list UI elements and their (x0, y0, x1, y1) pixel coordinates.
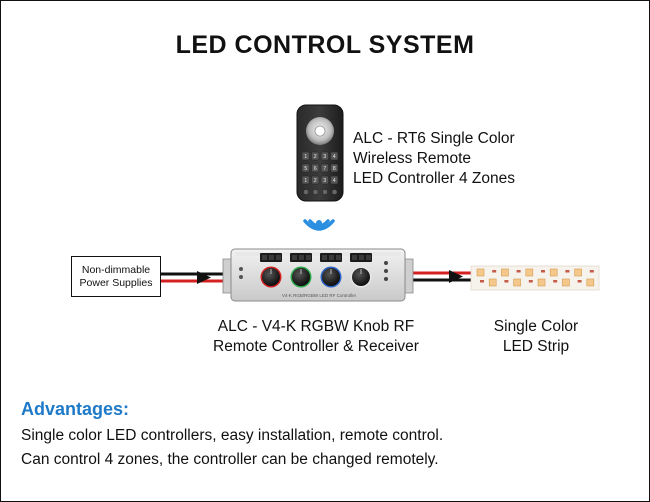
advantages-line: Single color LED controllers, easy insta… (21, 427, 444, 444)
remote-label-line: ALC - RT6 Single Color (353, 130, 515, 147)
remote-key-label: 2 (314, 178, 317, 184)
remote-label-line: LED Controller 4 Zones (353, 170, 515, 187)
resistor (516, 270, 521, 273)
remote-key-label: 3 (323, 178, 326, 184)
controller-label: ALC - V4-K RGBW Knob RF Remote Controlle… (191, 317, 441, 357)
knob (292, 268, 310, 286)
led-chip (549, 268, 558, 277)
remote-key: 3 (320, 175, 329, 185)
remote-key-label: 6 (314, 166, 317, 172)
control-knobs (260, 266, 372, 288)
remote-key: 3 (320, 151, 329, 161)
remote-round-button (303, 189, 309, 195)
led-chip (562, 278, 570, 287)
remote-key-label: 8 (333, 166, 336, 172)
resistor (589, 270, 594, 273)
zone-displays (260, 253, 372, 262)
led-chip (586, 278, 595, 287)
resistor (504, 280, 509, 283)
output-wire-right (413, 270, 471, 283)
remote-key: 8 (330, 163, 339, 173)
controller-label-line: Remote Controller & Receiver (213, 338, 419, 355)
resistor (565, 270, 570, 273)
strip-label-line: LED Strip (502, 338, 570, 355)
resistor (528, 280, 533, 283)
knob (262, 268, 280, 286)
led-chip (525, 268, 534, 277)
led-strip (470, 265, 600, 291)
page-title: LED CONTROL SYSTEM (175, 31, 475, 59)
remote-key: 1 (301, 151, 310, 161)
led-chip (513, 278, 521, 287)
remote-key: 1 (301, 175, 310, 185)
power-supply-box: Non-dimmable Power Supplies (71, 256, 161, 297)
led-chip (476, 268, 485, 277)
remote-key: 2 (311, 151, 320, 161)
controller-label-line: ALC - V4-K RGBW Knob RF (217, 318, 415, 335)
remote-label-line: Wireless Remote (353, 150, 471, 167)
wireless-signal-icon (303, 219, 335, 231)
resistor (492, 270, 497, 273)
remote-key-label: 4 (333, 178, 336, 184)
resistor (577, 280, 582, 283)
advantages-line: Can control 4 zones, the controller can … (21, 451, 439, 468)
led-chips (476, 268, 595, 287)
led-chip (488, 278, 497, 287)
remote-round-button (331, 189, 338, 195)
strip-label: Single Color LED Strip (471, 317, 601, 357)
remote-key-label: 7 (323, 166, 326, 172)
led-chip (501, 268, 509, 277)
remote-round-button (312, 189, 319, 195)
advantages-heading: Advantages: (21, 399, 130, 419)
strip-label-line: Single Color (493, 318, 579, 335)
remote-key-label: 3 (323, 154, 326, 160)
remote-key: 4 (330, 151, 339, 161)
remote-round-button (322, 189, 328, 195)
power-supply-line: Non-dimmable (81, 264, 151, 276)
remote-key: 4 (330, 175, 339, 185)
led-chip (574, 268, 582, 277)
remote-key: 6 (311, 163, 320, 173)
resistor (541, 270, 545, 273)
remote-key-label: 2 (314, 154, 317, 160)
resistor (553, 280, 558, 283)
remote-key: 2 (311, 175, 320, 185)
led-chip (537, 278, 546, 287)
remote-key: 5 (301, 163, 310, 173)
rf-controller-device: V4-K RGB/RGBW LED RF Controller (222, 248, 414, 302)
device-model-text: V4-K RGB/RGBW LED RF Controller (282, 293, 357, 298)
power-wire-left (161, 271, 223, 284)
remote-key-label: 1 (304, 178, 307, 184)
remote-label: ALC - RT6 Single Color Wireless Remote L… (353, 129, 515, 189)
knob (322, 268, 340, 286)
power-supply-line: Power Supplies (79, 277, 153, 289)
knob (352, 268, 370, 286)
resistor (480, 280, 484, 283)
remote-key: 7 (320, 163, 329, 173)
remote-key-label: 4 (333, 154, 336, 160)
remote-key-label: 1 (304, 154, 307, 160)
remote-key-label: 5 (304, 166, 307, 172)
